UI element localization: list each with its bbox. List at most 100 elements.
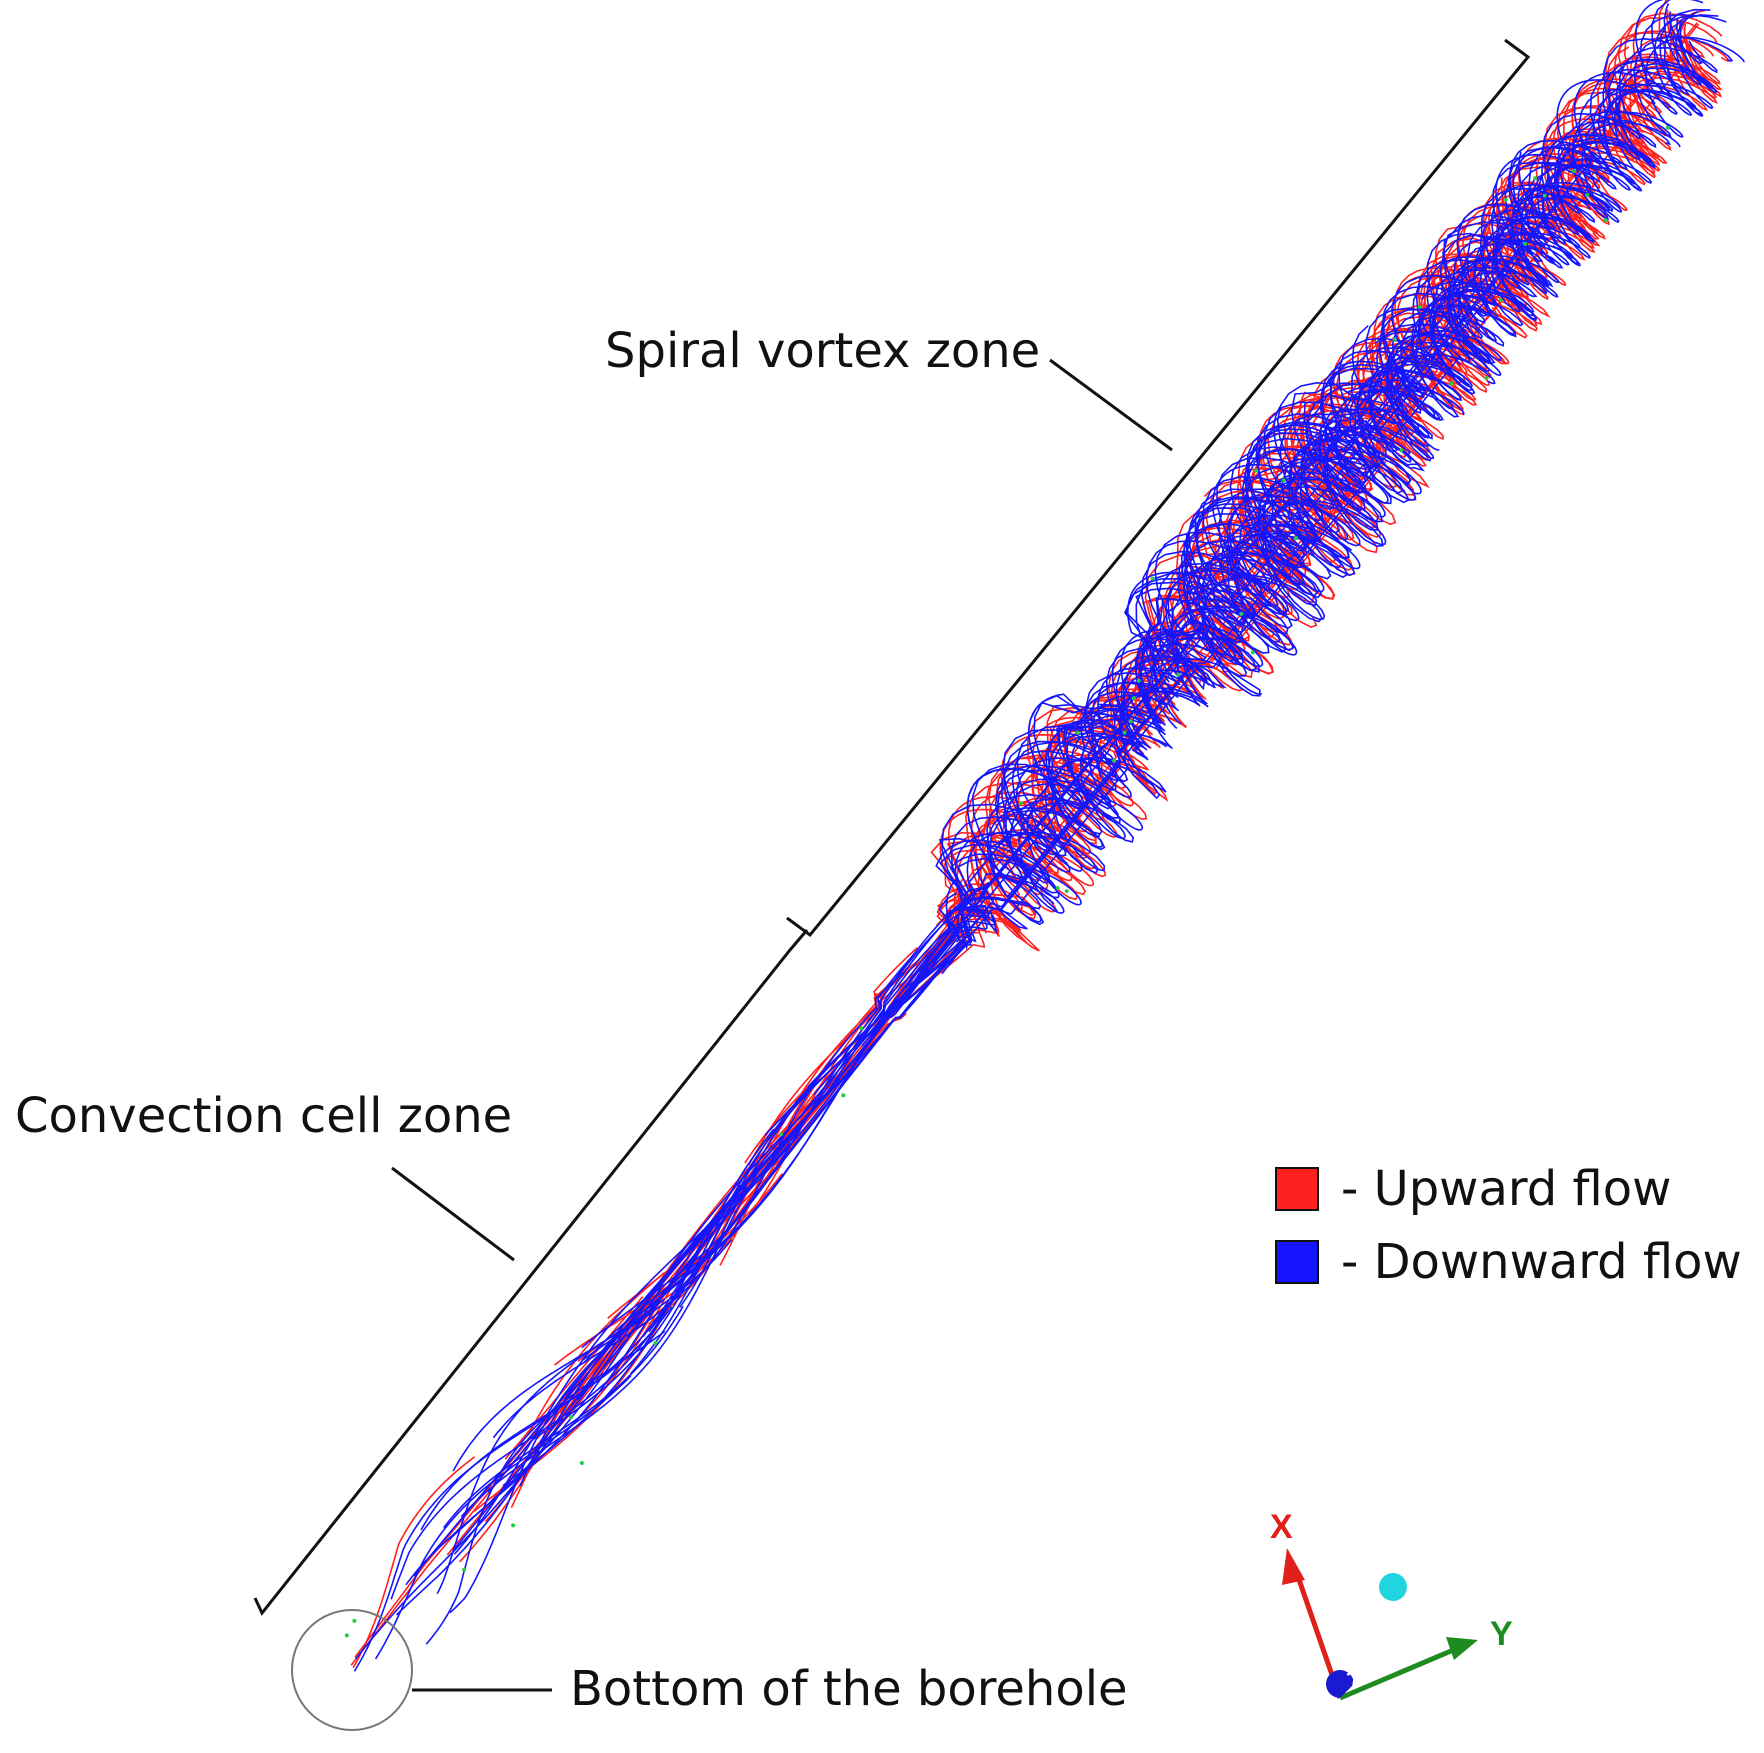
velocity-speck — [1128, 719, 1133, 724]
upward-streamline — [1498, 33, 1721, 281]
downward-streamline — [767, 672, 1173, 1171]
velocity-speck — [1281, 478, 1286, 483]
velocity-speck — [1392, 337, 1397, 342]
velocity-speck — [1176, 672, 1181, 677]
z-axis-marker — [1326, 1670, 1354, 1698]
velocity-speck — [841, 1093, 846, 1098]
legend-upward: - Upward flow — [1275, 1165, 1671, 1213]
downward-streamline — [1432, 40, 1718, 366]
downward-streamline — [1229, 231, 1515, 573]
downward-streamline — [1115, 277, 1457, 746]
downward-streamline — [1396, 121, 1681, 451]
velocity-speck — [1136, 678, 1141, 683]
spiral-zone-bracket — [786, 38, 1531, 938]
upward-streamline — [352, 1456, 476, 1669]
upward-streamline — [536, 1285, 665, 1440]
velocity-speck — [779, 1132, 783, 1137]
downward-streamline — [1051, 337, 1444, 739]
downward-streamline — [916, 663, 1174, 980]
velocity-speck — [859, 1026, 864, 1031]
downward-streamline — [945, 730, 1148, 936]
downward-streamline — [1145, 509, 1269, 677]
upward-streamline — [956, 720, 1134, 934]
legend-downward: - Downward flow — [1275, 1238, 1742, 1286]
downward-streamline — [964, 493, 1290, 910]
velocity-speck — [1484, 375, 1489, 380]
downward-streamline — [453, 1186, 749, 1555]
downward-streamline — [355, 1410, 572, 1660]
upward-streamline — [608, 1182, 757, 1365]
downward-streamline — [1374, 184, 1591, 363]
downward-streamline — [1525, 36, 1745, 213]
downward-streamline — [1342, 260, 1502, 452]
downward-streamline — [531, 914, 973, 1442]
velocity-speck — [1399, 448, 1404, 453]
velocity-speck — [1417, 305, 1422, 309]
x-arrowhead — [1282, 1548, 1305, 1585]
upward-streamline — [744, 706, 1102, 1164]
velocity-speck — [1585, 193, 1590, 197]
downward-streamline — [955, 667, 1190, 943]
downward-streamline — [374, 1374, 632, 1660]
downward-streamline — [1229, 161, 1591, 567]
velocity-speck — [1239, 611, 1244, 616]
downward-streamline — [581, 957, 911, 1349]
velocity-highlights — [344, 125, 1670, 1638]
velocity-speck — [1498, 298, 1503, 302]
downward-streamline — [1180, 184, 1610, 672]
axes-triad: X Y Z — [1270, 1508, 1513, 1701]
downward-streamline — [492, 969, 907, 1439]
downward-streamline — [990, 337, 1460, 874]
downward-streamline — [1413, 181, 1621, 362]
upward-streamline — [554, 947, 918, 1366]
downward-swatch — [1275, 1240, 1319, 1284]
y-arrowhead — [1446, 1637, 1478, 1660]
velocity-speck — [1122, 730, 1127, 735]
downward-streamline — [1017, 417, 1432, 912]
velocity-speck — [1542, 193, 1547, 198]
velocity-speck — [1250, 650, 1255, 655]
downward-flow-streamlines — [353, 0, 1745, 1672]
y-axis-label: Y — [1490, 1615, 1513, 1653]
downward-streamline — [1238, 258, 1535, 622]
downward-streamline — [1150, 185, 1614, 730]
velocity-speck — [569, 1415, 573, 1420]
velocity-speck — [1075, 730, 1080, 735]
upward-streamline — [1118, 305, 1524, 764]
downward-streamline — [901, 629, 1172, 992]
downward-streamline — [425, 1330, 666, 1645]
downward-streamline — [436, 1341, 604, 1595]
downward-streamline — [449, 1298, 666, 1614]
downward-streamline — [395, 1142, 791, 1616]
borehole-bottom-circle — [291, 1609, 413, 1731]
velocity-speck — [1254, 468, 1259, 473]
velocity-speck — [344, 1633, 349, 1638]
downward-streamline — [1347, 13, 1697, 417]
borehole-bottom-label: Bottom of the borehole — [570, 1661, 1128, 1717]
velocity-speck — [1603, 218, 1608, 222]
downward-streamline — [1420, 3, 1702, 313]
velocity-speck — [1503, 197, 1508, 202]
velocity-speck — [653, 1341, 658, 1345]
upward-streamline — [354, 1353, 602, 1658]
velocity-speck — [1523, 241, 1528, 246]
velocity-speck — [1571, 169, 1576, 173]
downward-streamline — [1139, 304, 1482, 702]
velocity-speck — [511, 1523, 516, 1528]
downward-streamline — [1189, 182, 1582, 635]
downward-streamline — [405, 1278, 674, 1586]
downward-streamline — [1144, 161, 1601, 647]
upward-streamline — [458, 1276, 668, 1563]
velocity-speck — [352, 1618, 357, 1623]
convection-zone-bracket — [253, 929, 809, 1616]
upward-streamline — [527, 1271, 666, 1435]
downward-streamline — [502, 1184, 742, 1487]
upward-swatch — [1275, 1167, 1319, 1211]
x-axis-label: X — [1270, 1508, 1293, 1546]
downward-streamline — [443, 1305, 684, 1529]
velocity-speck — [1449, 381, 1454, 386]
downward-streamline — [1123, 146, 1600, 693]
upward-label: - Upward flow — [1341, 1161, 1672, 1217]
y-axis-arrow — [1339, 1645, 1459, 1701]
